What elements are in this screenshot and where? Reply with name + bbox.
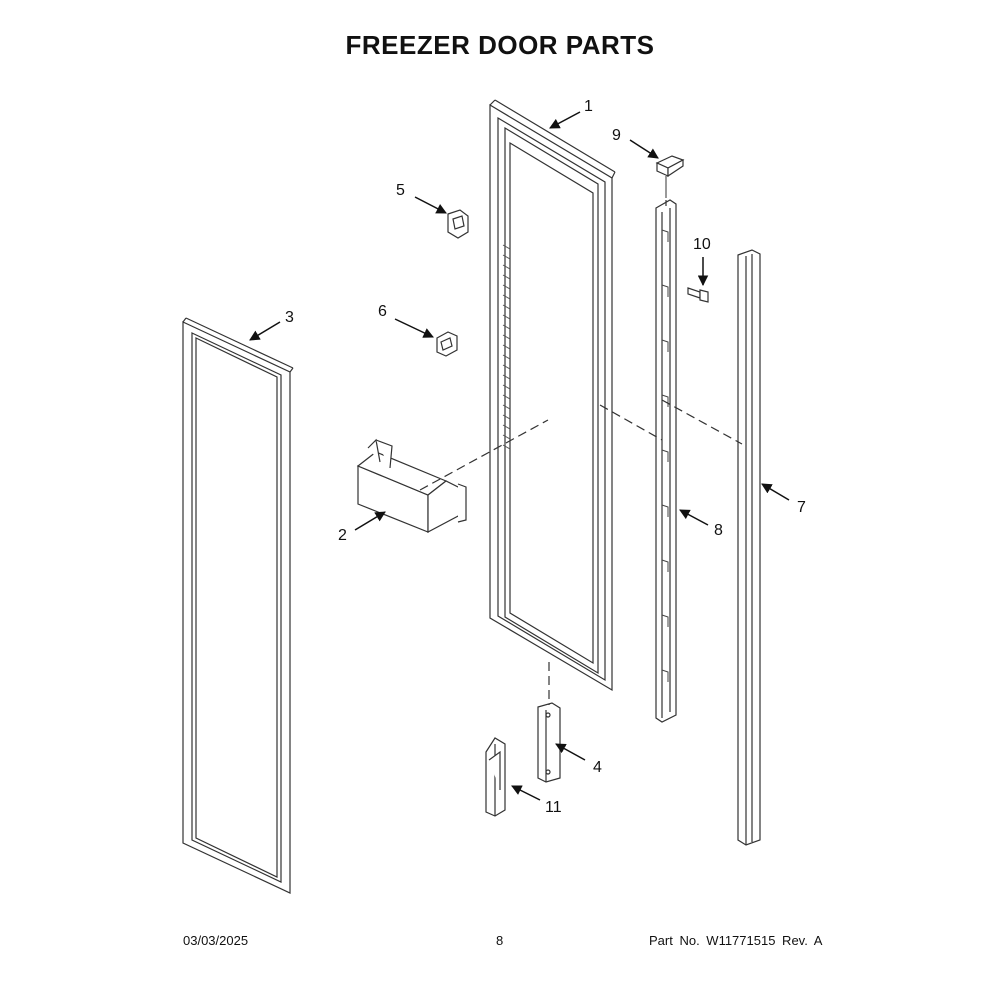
callout-7: 7 (797, 499, 806, 516)
callout-6: 6 (378, 303, 387, 320)
part-6-stop-bracket (436, 331, 458, 357)
footer-page-number: 8 (496, 933, 504, 948)
part-5-hinge-cam (447, 209, 469, 239)
assembly-lines (419, 200, 743, 705)
callout-10: 10 (693, 236, 711, 253)
part-9-top-cap (655, 155, 685, 198)
callout-arrows (249, 111, 790, 801)
footer-date: 03/03/2025 (183, 933, 249, 948)
part-8-door-rail (655, 199, 677, 723)
part-4-hinge-plate (537, 702, 561, 783)
callout-11: 11 (545, 799, 562, 816)
callout-3: 3 (285, 309, 294, 326)
part-1-door-liner (489, 99, 616, 692)
page-title: FREEZER DOOR PARTS (345, 30, 655, 60)
callout-1: 1 (584, 98, 593, 115)
part-2-door-bin (356, 438, 467, 533)
callout-8: 8 (714, 522, 723, 539)
callout-2: 2 (338, 527, 347, 544)
callout-9: 9 (612, 127, 621, 144)
part-11-hinge-cover (485, 737, 506, 817)
footer-part-number: Part No. W11771515 Rev. A (649, 933, 823, 948)
callout-4: 4 (593, 759, 602, 776)
part-10-screw (687, 287, 709, 303)
callout-5: 5 (396, 182, 405, 199)
part-7-gasket (737, 249, 761, 846)
part-3-door-panel (182, 317, 294, 894)
